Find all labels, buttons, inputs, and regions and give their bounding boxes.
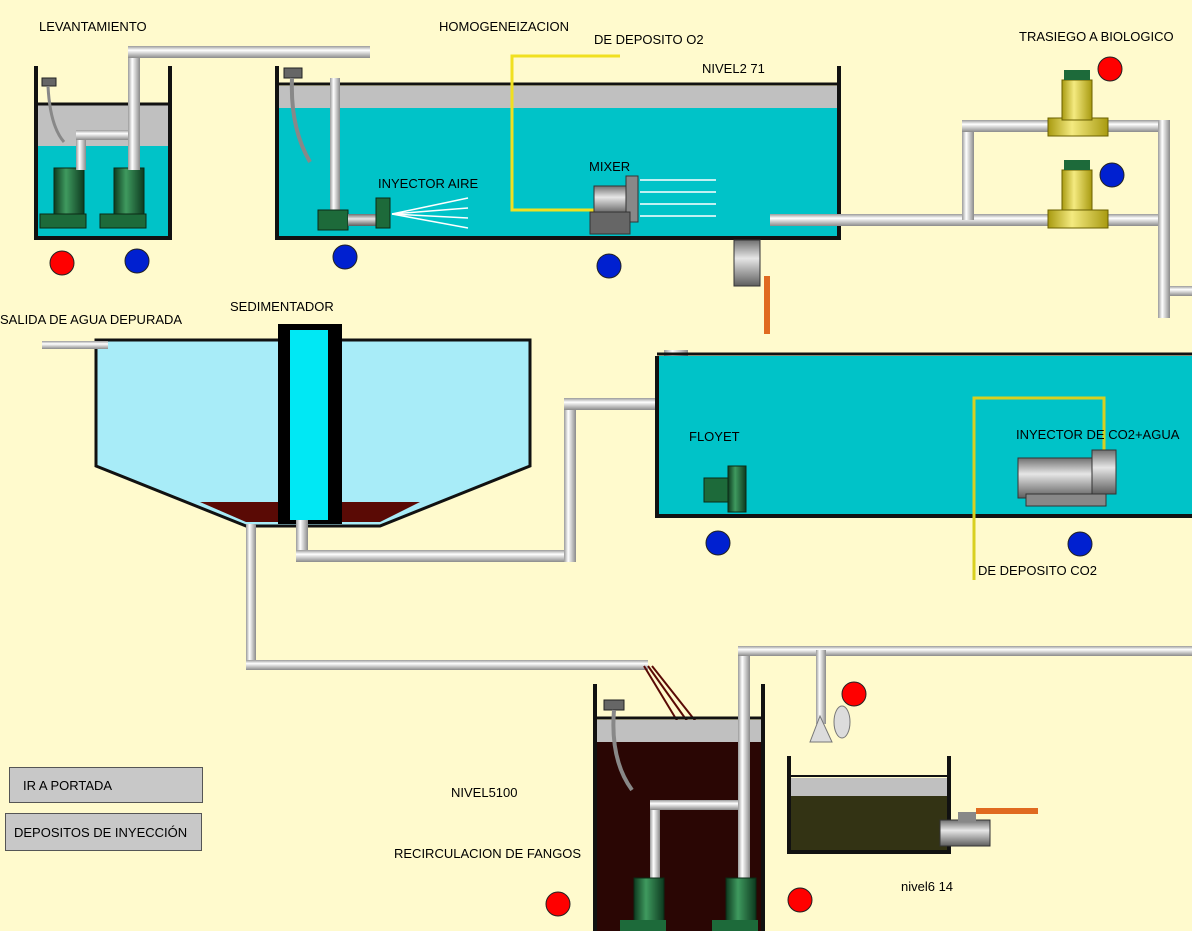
co2-gas-line: [972, 396, 1106, 580]
status-indicator-agitator[interactable]: [841, 681, 867, 707]
label-inyector-aire: INYECTOR AIRE: [378, 176, 479, 191]
level-sensor-recirculacion: [603, 699, 634, 792]
pipe-recirculacion: [650, 646, 1192, 878]
agitator: [809, 705, 851, 743]
depositos-inyeccion-button[interactable]: DEPOSITOS DE INYECCIÓN: [5, 813, 202, 851]
level-sensor-levantamiento: [41, 77, 66, 143]
status-indicator-recirc-pump2[interactable]: [787, 887, 813, 913]
status-indicator-recirc-pump1[interactable]: [545, 891, 571, 917]
floyet-pump: [703, 465, 747, 513]
status-indicator-levantamiento-pump2[interactable]: [124, 248, 150, 274]
label-levantamiento: LEVANTAMIENTO: [39, 19, 147, 34]
pipe-air-feed: [330, 78, 340, 218]
tank-sedimentador: [94, 324, 532, 528]
mixer: [589, 175, 716, 235]
label-recirculacion: RECIRCULACION DE FANGOS: [394, 846, 582, 861]
label-salida-agua: SALIDA DE AGUA DEPURADA: [0, 312, 183, 327]
pump-levantamiento-1: [39, 167, 87, 229]
level-sensor-homogeneizacion: [283, 67, 312, 164]
status-indicator-valve-2[interactable]: [1099, 162, 1125, 188]
label-nivel6: nivel6 14: [901, 879, 954, 894]
o2-gas-line: [510, 54, 620, 212]
label-floyet: FLOYET: [689, 429, 740, 444]
status-indicator-levantamiento-pump1[interactable]: [49, 250, 75, 276]
pipe-salida-agua: [42, 341, 108, 349]
status-indicator-air-injector[interactable]: [332, 244, 358, 270]
label-deposito-co2: DE DEPOSITO CO2: [978, 563, 1097, 578]
drain-valve-nivel6: [939, 808, 1038, 847]
label-nivel2: NIVEL2 71: [702, 61, 765, 76]
status-indicator-co2-injector[interactable]: [1067, 531, 1093, 557]
tank-nivel6: [787, 756, 951, 854]
status-indicator-floyet[interactable]: [705, 530, 731, 556]
label-deposito-o2: DE DEPOSITO O2: [594, 32, 704, 47]
drain-valve-homogeneizacion: [733, 239, 770, 334]
air-injector: [317, 197, 469, 231]
valve-trasiego-2: [1047, 160, 1109, 229]
label-inyector-co2: INYECTOR DE CO2+AGUA: [1016, 427, 1180, 442]
label-trasiego: TRASIEGO A BIOLOGICO: [1019, 29, 1174, 44]
pump-recirculacion-1: [620, 877, 666, 931]
pipe-levantamiento-discharge: [76, 46, 370, 170]
label-homogeneizacion: HOMOGENEIZACION: [439, 19, 570, 34]
status-indicator-mixer[interactable]: [596, 253, 622, 279]
valve-trasiego-1: [1047, 70, 1109, 137]
label-mixer: MIXER: [589, 159, 631, 174]
status-indicator-valve-1[interactable]: [1097, 56, 1123, 82]
pump-recirculacion-2: [712, 877, 758, 931]
co2-injector: [1017, 449, 1117, 507]
label-sedimentador: SEDIMENTADOR: [230, 299, 334, 314]
ir-a-portada-button[interactable]: IR A PORTADA: [9, 767, 203, 803]
tank-homogeneizacion: [275, 66, 841, 240]
label-nivel5: NIVEL5100: [451, 785, 518, 800]
